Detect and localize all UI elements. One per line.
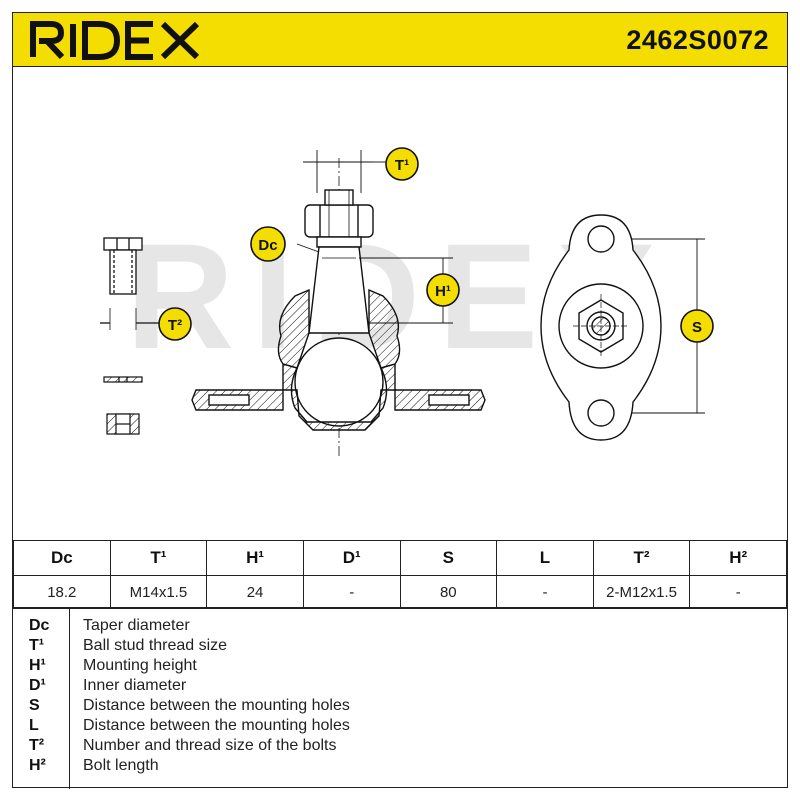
legend-item: L Distance between the mounting holes (13, 717, 787, 737)
spec-header-cell: T¹ (109, 540, 208, 576)
svg-text:S: S (692, 319, 702, 336)
legend-item: T² Number and thread size of the bolts (13, 737, 787, 757)
spec-header-cell: Dc (13, 540, 111, 576)
spec-header-cell: D¹ (302, 540, 401, 576)
callout-s: S (680, 309, 714, 343)
legend-code: L (29, 717, 39, 734)
spec-header-cell: T² (592, 540, 691, 576)
flange-top-view (540, 214, 662, 441)
legend-description: Inner diameter (83, 677, 187, 694)
callout-t2: T² (158, 307, 192, 341)
technical-drawing: RIDEX (100, 147, 714, 458)
washer-drawing (103, 376, 143, 383)
callout-h1: H¹ (426, 273, 460, 307)
legend-item: D¹ Inner diameter (13, 677, 787, 697)
spec-table-value-row: 18.2 M14x1.5 24 - 80 - 2-M12x1.5 - (13, 575, 787, 609)
part-number: 2462S0072 (626, 25, 769, 55)
callout-t1: T¹ (385, 147, 419, 181)
legend-code: Dc (29, 617, 50, 634)
legend-code: D¹ (29, 677, 46, 694)
legend-code: H¹ (29, 657, 46, 674)
legend: Dc Taper diameter T¹ Ball stud thread si… (13, 607, 787, 789)
legend-description: Distance between the mounting holes (83, 697, 350, 714)
legend-item: H¹ Mounting height (13, 657, 787, 677)
svg-text:T¹: T¹ (395, 157, 409, 174)
legend-divider (69, 608, 70, 789)
legend-item: H² Bolt length (13, 757, 787, 777)
svg-text:Dc: Dc (258, 237, 277, 254)
spec-value-cell: 24 (206, 575, 304, 609)
spec-value-cell: 80 (399, 575, 498, 609)
spec-header-cell: L (496, 540, 594, 576)
spec-header-cell: H² (689, 540, 787, 576)
spec-value-cell: M14x1.5 (109, 575, 208, 609)
spec-header-cell: H¹ (206, 540, 304, 576)
legend-description: Mounting height (83, 657, 197, 674)
spec-value-cell: 18.2 (13, 575, 111, 609)
spec-header-cell: S (399, 540, 498, 576)
ball-joint-section (191, 158, 486, 458)
legend-item: Dc Taper diameter (13, 617, 787, 637)
legend-code: T¹ (29, 637, 45, 654)
legend-description: Ball stud thread size (83, 637, 228, 654)
ridex-logo (30, 21, 200, 60)
spec-value-cell: 2-M12x1.5 (592, 575, 691, 609)
spec-value-cell: - (689, 575, 787, 609)
spec-value-cell: - (302, 575, 401, 609)
legend-code: T² (29, 737, 45, 754)
svg-text:T²: T² (168, 317, 182, 334)
nut-drawing (106, 413, 140, 435)
bolt-drawing (100, 237, 163, 330)
legend-code: S (29, 697, 40, 714)
callout-dc: Dc (250, 226, 286, 262)
svg-text:H¹: H¹ (435, 283, 451, 300)
legend-description: Number and thread size of the bolts (83, 737, 337, 754)
legend-description: Taper diameter (83, 617, 190, 634)
header-bar: 2462S0072 (12, 12, 788, 67)
legend-item: S Distance between the mounting holes (13, 697, 787, 717)
legend-description: Distance between the mounting holes (83, 717, 350, 734)
legend-description: Bolt length (83, 757, 159, 774)
spec-value-cell: - (496, 575, 594, 609)
legend-code: H² (29, 757, 46, 774)
legend-item: T¹ Ball stud thread size (13, 637, 787, 657)
spec-table-header-row: Dc T¹ H¹ D¹ S L T² H² (13, 540, 787, 576)
spec-table: Dc T¹ H¹ D¹ S L T² H² 18.2 M14x1.5 24 - … (13, 540, 787, 609)
